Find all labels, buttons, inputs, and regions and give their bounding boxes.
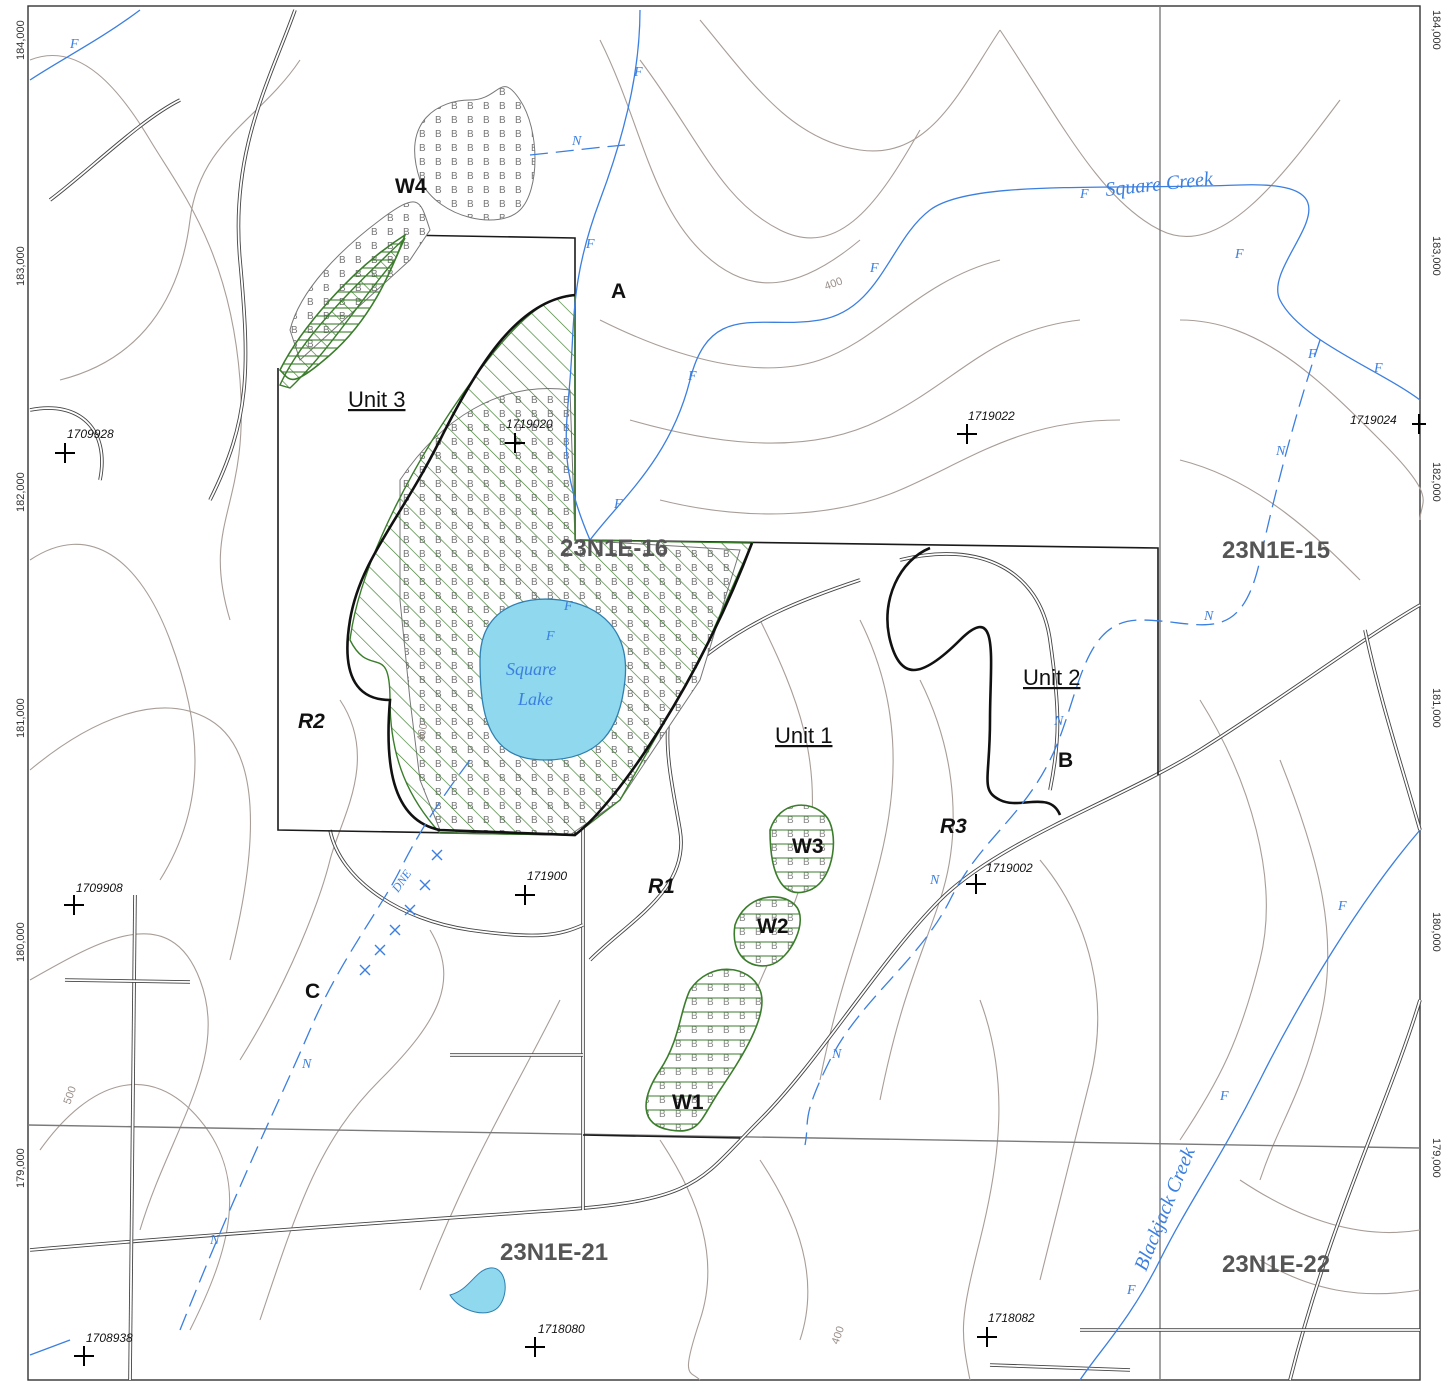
- svg-text:N: N: [1053, 714, 1064, 729]
- wetland-label: W4: [395, 175, 427, 198]
- wetland-label: W2: [757, 915, 789, 938]
- svg-text:F: F: [1307, 347, 1317, 362]
- svg-text:F: F: [545, 629, 555, 644]
- svg-text:F: F: [869, 261, 879, 276]
- corner-markers: [55, 414, 1426, 1366]
- contour-label: 500: [62, 1085, 80, 1106]
- svg-text:F: F: [69, 37, 79, 52]
- svg-text:184,000: 184,000: [15, 20, 27, 60]
- svg-text:181,000: 181,000: [15, 698, 27, 738]
- svg-text:181,000: 181,000: [1430, 688, 1442, 728]
- svg-text:N: N: [929, 873, 940, 888]
- riparian-label: R1: [648, 875, 675, 898]
- svg-text:F: F: [1337, 899, 1347, 914]
- svg-text:180,000: 180,000: [15, 922, 27, 962]
- map-frame: [27, 5, 1421, 1381]
- lake-label-line2: Lake: [517, 689, 553, 709]
- unit-label: Unit 1: [775, 723, 832, 748]
- roads: [29, 9, 1422, 1381]
- corner-label: 1709928: [67, 427, 114, 441]
- dne-marks: [359, 849, 443, 976]
- pond: [449, 1267, 506, 1314]
- stream-type-markers: F F F F F F F F F F F F F F F N N N N N …: [69, 37, 1383, 1298]
- corner-label: 1708938: [86, 1331, 133, 1345]
- svg-text:N: N: [831, 1047, 842, 1062]
- svg-text:184,000: 184,000: [1430, 10, 1442, 50]
- svg-text:F: F: [585, 237, 595, 252]
- corner-label: 1718080: [538, 1322, 585, 1336]
- wetland-label: W1: [672, 1091, 704, 1114]
- svg-text:179,000: 179,000: [1430, 1138, 1442, 1178]
- wetlands: [279, 233, 835, 1132]
- svg-text:F: F: [1373, 361, 1383, 376]
- square-lake: [479, 598, 627, 761]
- svg-text:F: F: [1079, 187, 1089, 202]
- contour-label: 400: [823, 275, 844, 293]
- riparian-label: R3: [940, 815, 967, 838]
- svg-text:F: F: [1234, 247, 1244, 262]
- corner-label: 1718082: [988, 1311, 1035, 1325]
- section-label: 23N1E-16: [560, 535, 668, 562]
- contour-label: 400: [830, 1325, 848, 1346]
- riparian-label: R2: [298, 710, 325, 733]
- point-label: C: [305, 980, 320, 1003]
- streams: [29, 9, 1421, 1381]
- unit-label: Unit 2: [1023, 665, 1080, 690]
- rmz-boundary: [346, 293, 754, 837]
- svg-text:N: N: [1275, 444, 1286, 459]
- unit2-rmz-boundary: [886, 546, 1062, 816]
- wetland-label: W3: [792, 835, 824, 858]
- corner-label: 1719020: [506, 417, 553, 431]
- svg-text:F: F: [613, 497, 623, 512]
- svg-text:F: F: [1126, 1283, 1136, 1298]
- lake-label-line1: Square: [506, 659, 556, 679]
- corner-label: 171900: [527, 869, 567, 883]
- section-grid: [27, 6, 1421, 1380]
- svg-text:F: F: [563, 599, 573, 614]
- y-axis-right: 184,000 183,000 182,000 181,000 180,000 …: [1430, 10, 1442, 1178]
- point-label: B: [1058, 749, 1073, 772]
- svg-text:F: F: [1219, 1089, 1229, 1104]
- svg-text:N: N: [209, 1233, 220, 1248]
- svg-text:183,000: 183,000: [15, 246, 27, 286]
- point-label: A: [611, 280, 626, 303]
- corner-label: 1719002: [986, 861, 1033, 875]
- svg-text:183,000: 183,000: [1430, 236, 1442, 276]
- svg-text:182,000: 182,000: [15, 472, 27, 512]
- section-label: 23N1E-21: [500, 1239, 608, 1266]
- section-label: 23N1E-15: [1222, 537, 1330, 564]
- contour-lines: [29, 19, 1424, 1381]
- y-axis-left: 184,000 183,000 182,000 181,000 180,000 …: [15, 20, 27, 1188]
- svg-text:F: F: [687, 369, 697, 384]
- svg-text:N: N: [1203, 609, 1214, 624]
- svg-text:F: F: [633, 65, 643, 80]
- svg-text:182,000: 182,000: [1430, 462, 1442, 502]
- svg-text:179,000: 179,000: [15, 1148, 27, 1188]
- corner-label: 1709908: [76, 881, 123, 895]
- svg-text:N: N: [301, 1057, 312, 1072]
- corner-label: 1719022: [968, 409, 1015, 423]
- svg-text:N: N: [571, 134, 582, 149]
- svg-text:180,000: 180,000: [1430, 912, 1442, 952]
- section-label: 23N1E-22: [1222, 1251, 1330, 1278]
- corner-label: 1719024: [1350, 413, 1397, 427]
- unit-label: Unit 3: [348, 387, 405, 412]
- contour-label: 400: [415, 722, 430, 742]
